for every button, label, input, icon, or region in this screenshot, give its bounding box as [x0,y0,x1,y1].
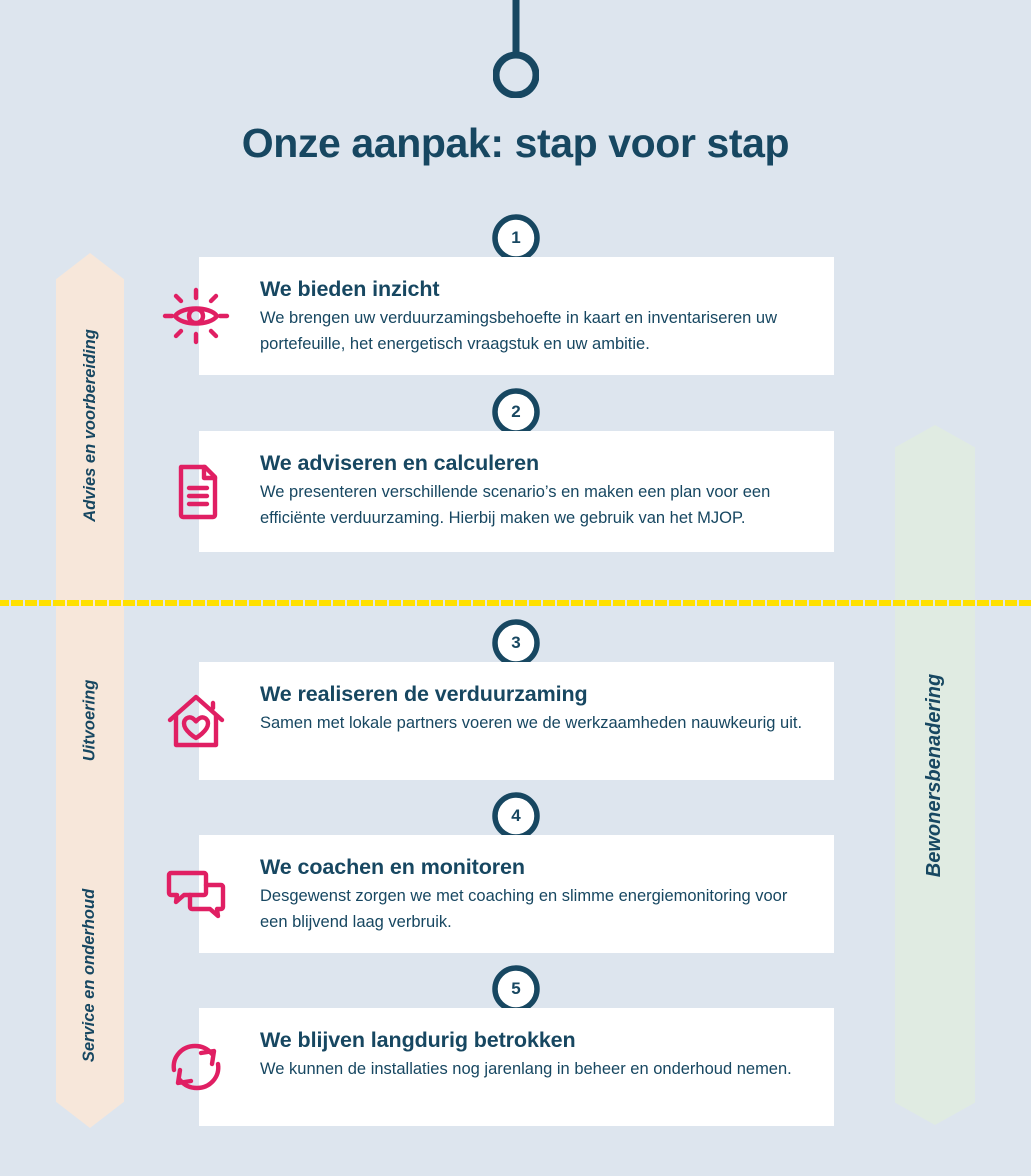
step-title: We adviseren en calculeren [260,451,540,475]
step-card-text: We bieden inzicht We brengen uw verduurz… [199,257,834,379]
step-badge-4: 4 [490,790,542,842]
refresh-cycle-icon [171,1043,221,1091]
step-card-5[interactable]: We blijven langdurig betrokken We kunnen… [171,1008,834,1126]
connector-line-circle-icon [493,0,539,98]
step-card-3[interactable]: We realiseren de verduurzaming Samen met… [167,662,834,780]
step-number: 4 [511,806,521,825]
resident-approach-track [895,425,975,1125]
step-number: 1 [511,228,521,247]
step-card-4[interactable]: We coachen en monitoren Desgewenst zorge… [166,835,834,953]
step-number: 5 [511,979,521,998]
eye-insight-icon [162,287,230,345]
step-badge-5: 5 [490,963,542,1015]
step-card-text: We blijven langdurig betrokken We kunnen… [199,1008,834,1105]
step-title: We coachen en monitoren [260,855,525,879]
phase-divider-dotted-line [0,600,1031,606]
step-card-2[interactable]: We adviseren en calculeren We presentere… [178,431,834,553]
step-number: 2 [511,402,521,421]
house-heart-icon [167,694,225,748]
phase-label-uitvoering: Uitvoering [56,610,124,830]
step-body: We brengen uw verduurzamingsbehoefte in … [260,309,777,353]
step-title: We blijven langdurig betrokken [260,1028,576,1052]
resident-approach-text: Bewonersbenadering [923,673,946,877]
chat-bubbles-icon [166,870,226,919]
step-card-text: We realiseren de verduurzaming Samen met… [199,662,834,759]
step-body: We kunnen de installaties nog jarenlang … [260,1060,792,1078]
document-icon [178,464,218,519]
step-card-text: We coachen en monitoren Desgewenst zorge… [199,835,834,957]
phase-label-text: Uitvoering [80,679,99,761]
resident-approach-label: Bewonersbenadering [895,425,975,1125]
step-card-1[interactable]: We bieden inzicht We brengen uw verduurz… [162,257,834,375]
phase-label-text: Advies en voorbereiding [80,328,99,522]
step-body: Desgewenst zorgen we met coaching en sli… [260,887,788,931]
step-title: We realiseren de verduurzaming [260,682,588,706]
phase-label-service: Service en onderhoud [56,830,124,1120]
phase-label-text: Service en onderhoud [80,888,99,1062]
step-title: We bieden inzicht [260,277,440,301]
phase-arrow-track [56,253,124,1128]
page-title: Onze aanpak: stap voor stap [241,120,790,166]
phase-label-advies: Advies en voorbereiding [56,260,124,590]
step-number: 3 [511,633,521,652]
step-body: Samen met lokale partners voeren we de w… [260,714,803,732]
step-body: We presenteren verschillende scenario’s … [260,483,771,527]
step-card-text: We adviseren en calculeren We presentere… [199,431,834,553]
